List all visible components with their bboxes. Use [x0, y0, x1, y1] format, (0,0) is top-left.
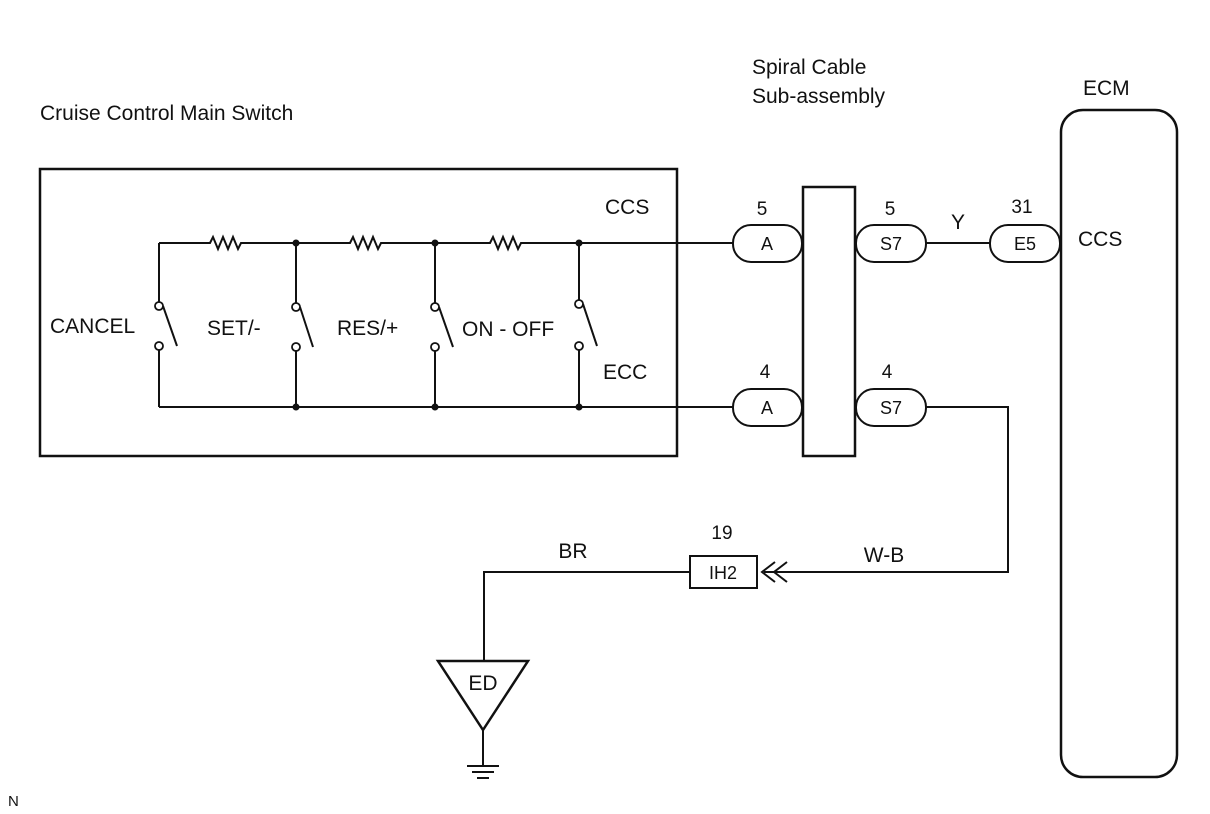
ground-icon — [467, 730, 499, 779]
connector-s7-bottom-pin: 4 — [882, 362, 893, 383]
ecm-title: ECM — [1083, 77, 1130, 100]
spiral-cable-body — [801, 185, 857, 458]
connector-a-bottom — [732, 388, 803, 427]
ground-point-label: ED — [468, 672, 497, 695]
connector-a-top-pin: 5 — [757, 199, 768, 220]
onoff-switch — [574, 299, 598, 351]
res-switch — [430, 302, 454, 352]
connector-arrow-icon — [760, 561, 788, 583]
connector-a-bottom-pin: 4 — [760, 362, 771, 383]
connector-ih2-pin: 19 — [711, 523, 732, 544]
connector-a-top-name: A — [761, 234, 773, 254]
spiral-cable-title-line2: Sub-assembly — [752, 85, 886, 108]
switch-ccs-terminal-label: CCS — [605, 196, 649, 219]
ground-point-ed — [435, 659, 531, 733]
set-switch-label: SET/- — [207, 317, 261, 340]
switch-ecc-terminal-label: ECC — [603, 361, 647, 384]
wire-br-label: BR — [558, 540, 587, 563]
ecm-ccs-terminal-label: CCS — [1078, 228, 1122, 251]
wire-w-b-label: W-B — [864, 544, 904, 567]
cancel-switch-label: CANCEL — [50, 315, 135, 338]
connector-s7-top-pin: 5 — [885, 199, 896, 220]
spiral-cable-title-line1: Spiral Cable — [752, 56, 866, 79]
connector-a-bottom-name: A — [761, 398, 773, 418]
connector-s7-top-name: S7 — [880, 234, 902, 254]
wire-y-label: Y — [951, 211, 965, 234]
connector-s7-bottom-name: S7 — [880, 398, 902, 418]
connector-a-top — [732, 224, 803, 263]
wire-w-b — [764, 406, 1009, 573]
connector-e5-pin: 31 — [1011, 197, 1032, 218]
main-switch-box — [38, 167, 679, 458]
connector-ih2-name: IH2 — [709, 563, 737, 583]
res-switch-label: RES/+ — [337, 317, 398, 340]
resistor-ladder — [158, 234, 735, 411]
connector-e5-name: E5 — [1014, 234, 1036, 254]
main-switch-title: Cruise Control Main Switch — [40, 102, 293, 125]
set-switch — [291, 302, 314, 352]
cancel-switch — [154, 301, 178, 351]
wire-br — [483, 571, 690, 661]
ecm-box — [1059, 108, 1179, 779]
corner-mark: N — [8, 793, 19, 810]
onoff-switch-label: ON - OFF — [462, 318, 554, 341]
